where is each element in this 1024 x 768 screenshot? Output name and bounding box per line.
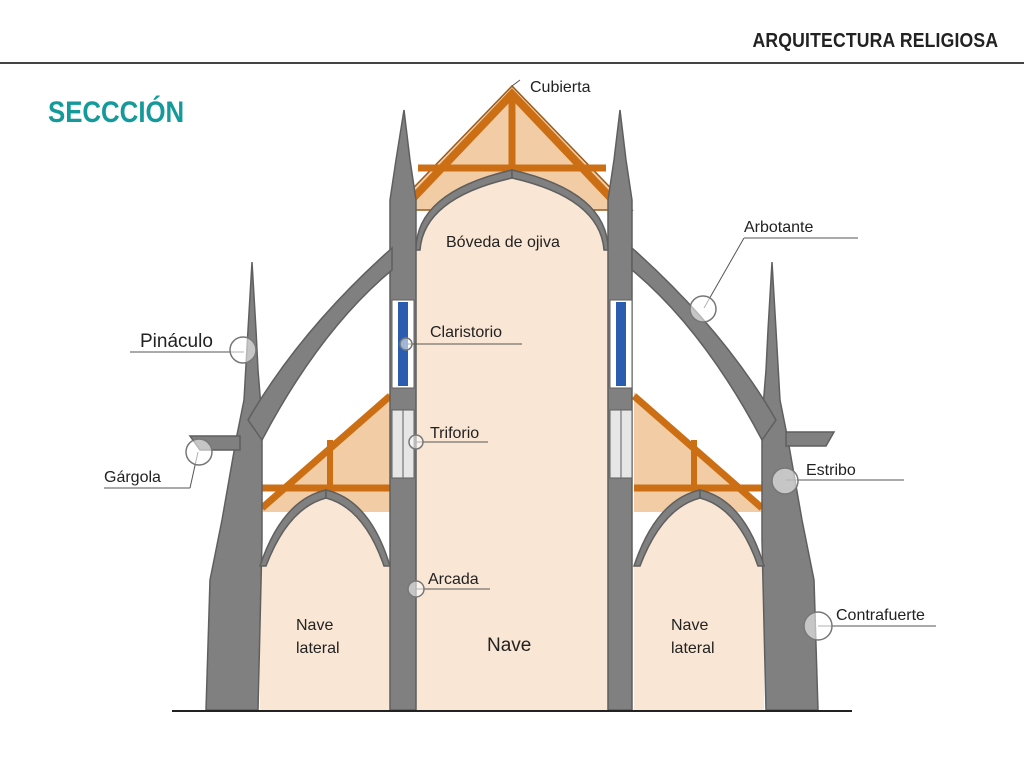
contrafuerte-marker xyxy=(803,611,833,641)
aisle-roof-right xyxy=(631,392,766,512)
pinaculo-marker xyxy=(229,336,257,364)
claristorio-marker xyxy=(399,337,413,351)
leader-lines xyxy=(104,79,936,627)
label-nave-lateral-left-line1: Nave xyxy=(296,617,333,634)
arcada-marker xyxy=(407,580,425,598)
label-nave-lateral-right-line1: Nave xyxy=(671,617,708,634)
label-triforio: Triforio xyxy=(430,425,479,442)
label-boveda: Bóveda de ojiva xyxy=(446,234,560,251)
arbotante-marker xyxy=(689,295,717,323)
triforio-marker xyxy=(408,434,424,450)
label-pinaculo: Pináculo xyxy=(140,331,213,352)
nave-interior xyxy=(416,172,610,710)
label-estribo: Estribo xyxy=(806,462,856,479)
label-nave-lateral-left-line2: lateral xyxy=(296,640,340,657)
left-aisle-interior xyxy=(260,494,390,710)
header-divider xyxy=(0,62,1024,64)
header-title: ARQUITECTURA RELIGIOSA xyxy=(752,30,998,52)
gargola-marker xyxy=(185,438,213,466)
main-roof xyxy=(390,84,634,217)
section-title: SECCCIÓN xyxy=(48,96,185,129)
label-arcada: Arcada xyxy=(428,571,479,588)
triforium-openings xyxy=(391,409,633,479)
label-cubierta: Cubierta xyxy=(530,79,591,96)
label-arbotante: Arbotante xyxy=(744,219,813,236)
label-contrafuerte: Contrafuerte xyxy=(836,607,925,624)
right-aisle-interior xyxy=(634,494,764,710)
aisle-roof-left xyxy=(258,392,393,512)
marker-circles xyxy=(185,295,833,641)
estribo-marker xyxy=(771,467,799,495)
label-nave-lateral-right-line2: lateral xyxy=(671,640,715,657)
label-claristorio: Claristorio xyxy=(430,324,502,341)
label-nave: Nave xyxy=(487,635,531,656)
label-gargola: Gárgola xyxy=(104,469,161,486)
